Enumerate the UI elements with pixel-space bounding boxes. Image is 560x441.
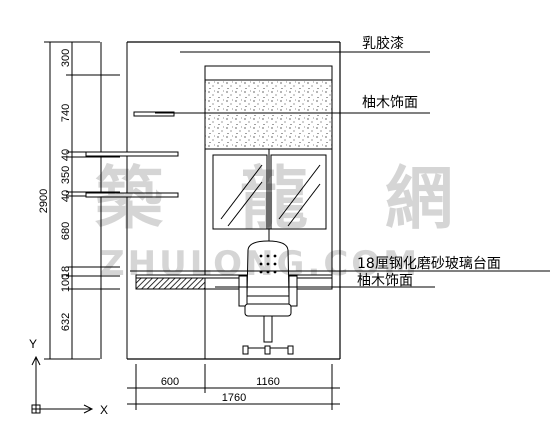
chair	[238, 240, 298, 355]
watermark-char-1: 築	[95, 159, 164, 239]
axis-x-label: X	[100, 403, 108, 417]
desk	[135, 274, 333, 359]
dim-v-300: 300	[60, 49, 72, 67]
dim-v-632: 632	[60, 313, 72, 331]
watermark-url: ZHULONG.COM	[100, 244, 420, 284]
side-wall	[100, 42, 128, 359]
watermark: 築 龍 網 ZHULONG.COM	[95, 159, 453, 284]
ucs-axis-icon	[31, 355, 94, 414]
label-teak-veneer-upper: 柚木饰面	[362, 95, 418, 111]
watermark-char-2: 龍	[240, 159, 308, 239]
label-latex-paint: 乳胶漆	[362, 35, 404, 52]
dim-v-350: 350	[60, 166, 72, 184]
label-frosted-glass-top: 18厘钢化磨砂玻璃台面	[357, 255, 501, 272]
room-outline	[127, 41, 341, 360]
dim-h-1160: 1160	[256, 376, 280, 388]
dim-v-40a: 40	[60, 149, 72, 161]
dim-v-100: 100	[60, 274, 72, 292]
shelves	[85, 111, 179, 198]
dim-v-40b: 40	[60, 190, 72, 202]
axis-y-label: Y	[29, 337, 37, 351]
dim-v-740: 740	[60, 104, 72, 122]
dim-v-680: 680	[60, 222, 72, 240]
horizontal-dimension-chain	[127, 364, 340, 410]
leader-lines	[130, 51, 550, 288]
dim-total-height: 2900	[38, 189, 50, 213]
dim-v-18: 18	[60, 266, 72, 278]
dim-total-width: 1760	[222, 392, 246, 404]
dim-h-600: 600	[161, 376, 179, 388]
label-teak-veneer-lower: 柚木饰面	[357, 273, 413, 289]
upper-cabinet	[204, 65, 333, 150]
watermark-char-3: 網	[385, 159, 453, 239]
